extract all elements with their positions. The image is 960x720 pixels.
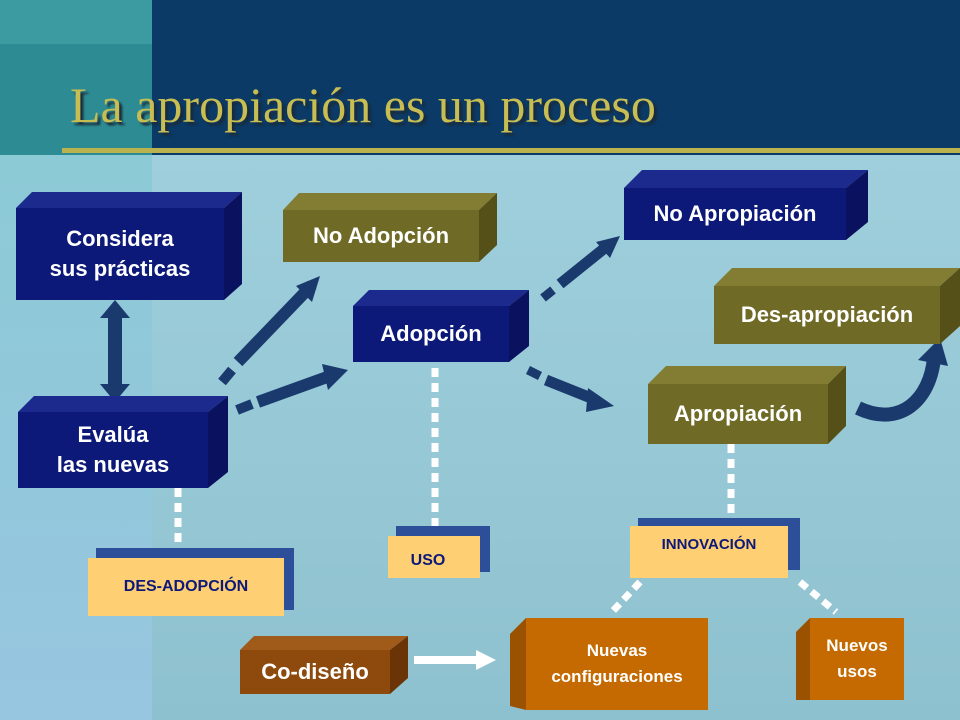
box-label: Apropiación xyxy=(673,401,803,426)
box-nuevos-usos: Nuevos usos xyxy=(796,618,904,700)
box-considera: Considera sus prácticas xyxy=(16,192,242,300)
arrow-to-apropiacion-icon xyxy=(525,365,614,412)
corner-accent-square xyxy=(0,0,152,44)
box-des-adopcion: DES-ADOPCIÓN xyxy=(88,548,294,616)
box-label: Co-diseño xyxy=(261,659,369,684)
arrow-to-no-apropiacion-icon xyxy=(540,236,620,302)
box-innovacion: INNOVACIÓN xyxy=(630,518,800,578)
box-uso: USO xyxy=(388,526,490,578)
box-apropiacion: Apropiación xyxy=(648,366,846,444)
arrow-to-adopcion-icon xyxy=(235,364,348,415)
box-co-diseno: Co-diseño xyxy=(240,636,408,694)
arrow-to-configuraciones-icon xyxy=(414,650,496,670)
box-no-adopcion: No Adopción xyxy=(283,193,497,262)
box-label: No Adopción xyxy=(312,223,450,248)
box-label: DES-ADOPCIÓN xyxy=(123,578,249,595)
box-label: Nuevas configuraciones xyxy=(551,641,683,686)
box-des-apropiacion: Des-apropiación xyxy=(714,268,960,344)
box-label: Adopción xyxy=(380,321,482,346)
title-underline xyxy=(62,148,960,153)
box-label: Evalúa las nuevas xyxy=(56,422,170,477)
box-evalua: Evalúa las nuevas xyxy=(18,396,228,488)
box-label: Nuevos usos xyxy=(826,636,888,681)
box-label: USO xyxy=(410,552,446,569)
box-no-apropiacion: No Apropiación xyxy=(624,170,868,240)
header-background xyxy=(0,0,960,155)
box-label: INNOVACIÓN xyxy=(661,535,757,553)
dotted-connector xyxy=(609,579,643,615)
box-nuevas-configuraciones: Nuevas configuraciones xyxy=(510,618,708,710)
box-label: Considera sus prácticas xyxy=(49,226,191,281)
box-label: No Apropiación xyxy=(653,201,817,226)
double-arrow-icon xyxy=(100,300,130,402)
box-label: Des-apropiación xyxy=(740,302,914,327)
arrow-to-no-adopcion-icon xyxy=(218,276,320,386)
slide-title: La apropiación es un proceso xyxy=(70,77,656,133)
dotted-connector xyxy=(797,579,839,615)
box-adopcion: Adopción xyxy=(353,290,529,362)
curved-arrow-icon xyxy=(854,338,948,422)
